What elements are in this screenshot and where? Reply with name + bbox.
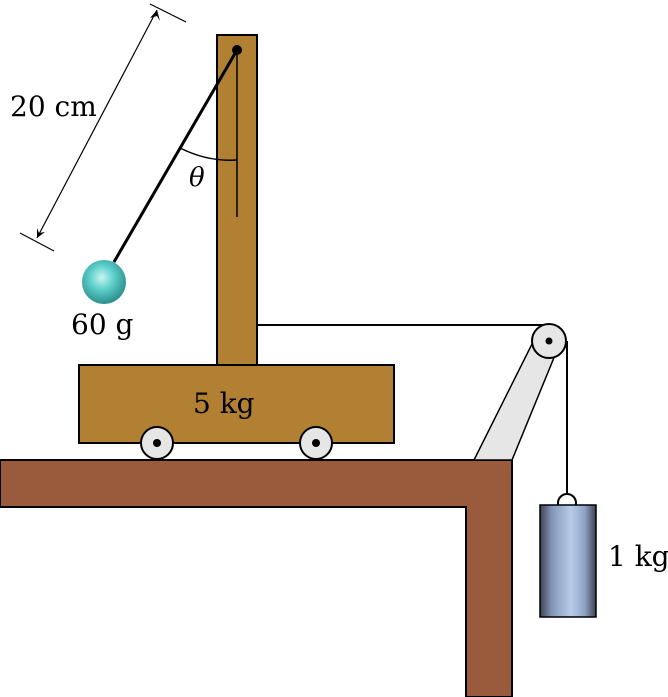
pendulum-rod <box>112 49 239 263</box>
ball-mass-label: 60 g <box>71 308 134 341</box>
pivot-point <box>232 45 242 55</box>
angle-label: θ <box>189 163 205 193</box>
length-label: 20 cm <box>10 90 97 123</box>
cart-mass-label: 5 kg <box>193 387 255 420</box>
pendulum-ball <box>82 260 126 304</box>
angle-arc <box>179 147 238 161</box>
hanging-mass-label: 1 kg <box>608 540 668 573</box>
hanging-weight <box>539 504 597 618</box>
pulley-axle <box>545 337 553 345</box>
left-wheel <box>140 426 174 460</box>
right-wheel <box>299 426 333 460</box>
cart-body <box>78 364 395 444</box>
table <box>0 459 513 697</box>
length-dimension <box>19 3 187 252</box>
